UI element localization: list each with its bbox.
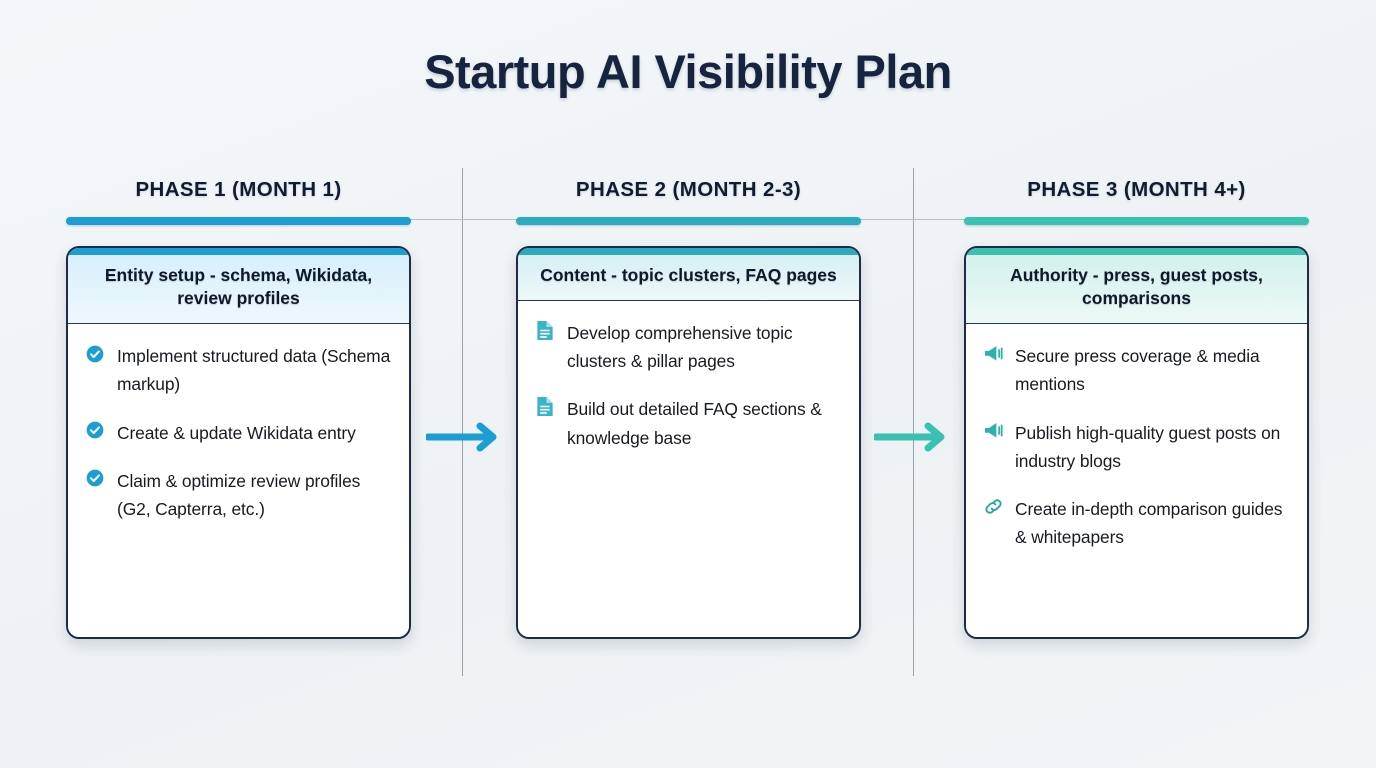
phase-card-1[interactable]: Entity setup - schema, Wikidata, review …: [66, 246, 411, 639]
document-icon: [534, 319, 556, 342]
connector-line-1: [410, 219, 520, 220]
list-item[interactable]: Build out detailed FAQ sections & knowle…: [534, 395, 842, 451]
card-top-strip-2: [518, 248, 859, 255]
megaphone-icon: [982, 419, 1004, 442]
card-title-3: Authority - press, guest posts, comparis…: [966, 255, 1307, 325]
phase-column-1: PHASE 1 (MONTH 1) Entity setup - schema,…: [66, 176, 411, 639]
phase-card-2[interactable]: Content - topic clusters, FAQ pages Deve…: [516, 246, 861, 639]
card-title-1: Entity setup - schema, Wikidata, review …: [68, 255, 409, 325]
phase-accent-bar-1: [66, 217, 411, 225]
arrow-phase2-to-phase3: [872, 420, 948, 454]
task-text: Implement structured data (Schema markup…: [117, 346, 391, 395]
check-circle-icon: [84, 419, 106, 442]
phase-label-3: PHASE 3 (MONTH 4+): [1027, 178, 1246, 201]
task-text: Claim & optimize review profiles (G2, Ca…: [117, 470, 361, 519]
list-item[interactable]: Create & update Wikidata entry: [84, 419, 392, 447]
arrow-phase1-to-phase2: [424, 420, 500, 454]
document-icon: [534, 395, 556, 418]
link-icon: [982, 495, 1004, 518]
page-title: Startup AI Visibility Plan: [424, 45, 952, 98]
task-text: Develop comprehensive topic clusters & p…: [567, 323, 793, 372]
list-item[interactable]: Implement structured data (Schema markup…: [84, 342, 392, 398]
connector-line-2: [858, 219, 968, 220]
list-item[interactable]: Develop comprehensive topic clusters & p…: [534, 319, 842, 375]
column-divider-1: [462, 168, 463, 676]
list-item[interactable]: Publish high-quality guest posts on indu…: [982, 419, 1290, 475]
card-top-strip-3: [966, 248, 1307, 255]
check-circle-icon: [84, 467, 106, 490]
task-text: Secure press coverage & media mentions: [1015, 346, 1260, 395]
task-list-2: Develop comprehensive topic clusters & p…: [518, 301, 859, 637]
phase-column-2: PHASE 2 (MONTH 2-3) Content - topic clus…: [516, 176, 861, 639]
phase-accent-bar-2: [516, 217, 861, 225]
phase-label-2: PHASE 2 (MONTH 2-3): [575, 178, 802, 201]
task-text: Build out detailed FAQ sections & knowle…: [567, 399, 822, 448]
list-item[interactable]: Claim & optimize review profiles (G2, Ca…: [84, 467, 392, 523]
task-list-3: Secure press coverage & media mentions P…: [966, 324, 1307, 637]
column-divider-2: [913, 168, 914, 676]
phase-accent-bar-3: [964, 217, 1309, 225]
phase-card-3[interactable]: Authority - press, guest posts, comparis…: [964, 246, 1309, 639]
task-text: Create in-depth comparison guides & whit…: [1015, 498, 1283, 548]
card-top-strip-1: [68, 248, 409, 255]
phase-label-1: PHASE 1 (MONTH 1): [135, 178, 342, 201]
list-item[interactable]: Secure press coverage & media mentions: [982, 342, 1290, 398]
task-text: Publish high-quality guest posts on indu…: [1015, 422, 1281, 471]
task-text: Create & update Wikidata entry: [117, 422, 356, 443]
megaphone-icon: [982, 342, 1004, 365]
phase-column-3: PHASE 3 (MONTH 4+) Authority - press, gu…: [964, 176, 1309, 639]
check-circle-icon: [84, 342, 106, 365]
list-item[interactable]: Create in-depth comparison guides & whit…: [982, 495, 1290, 551]
card-title-2: Content - topic clusters, FAQ pages: [518, 255, 859, 302]
task-list-1: Implement structured data (Schema markup…: [68, 324, 409, 637]
